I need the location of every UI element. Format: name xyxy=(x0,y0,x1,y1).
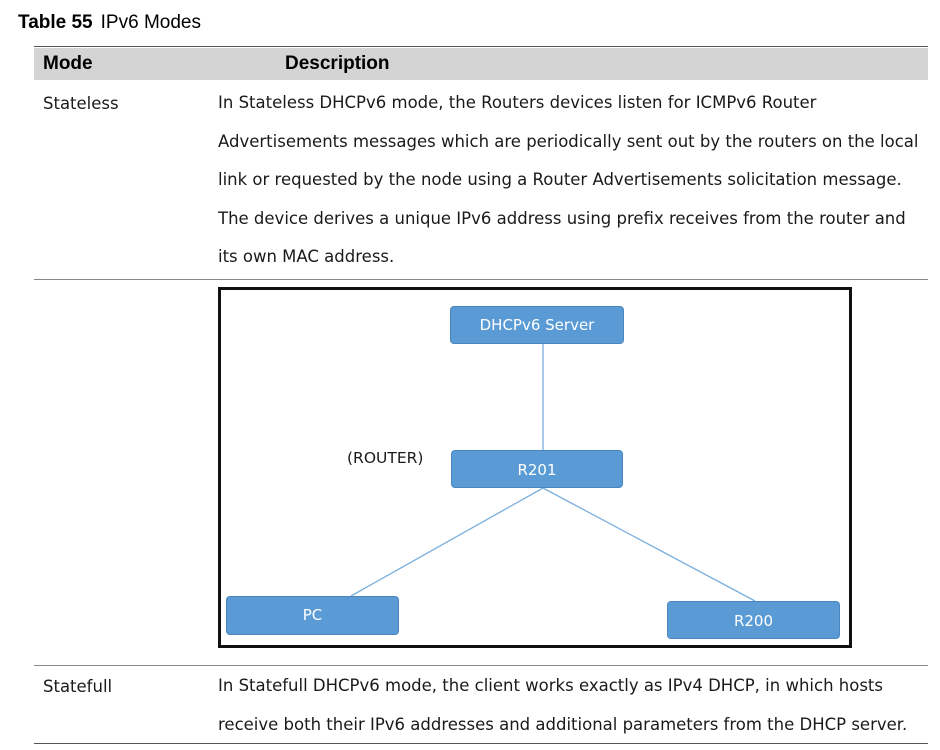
header-description: Description xyxy=(285,53,390,74)
router-caption: (ROUTER) xyxy=(347,449,424,467)
r200-node: R200 xyxy=(667,601,840,639)
network-diagram: DHCPv6 Server (ROUTER) R201 PC R200 xyxy=(218,287,852,648)
header-mode: Mode xyxy=(43,53,93,74)
table-bottom-rule xyxy=(34,743,928,744)
row-statefull-mode: Statefull xyxy=(43,677,113,696)
pc-label: PC xyxy=(302,606,323,624)
table-header: Mode Description xyxy=(34,48,928,80)
r200-label: R200 xyxy=(733,612,774,630)
r201-label: R201 xyxy=(517,461,557,479)
dhcpv6-server-node: DHCPv6 Server xyxy=(450,306,624,344)
diagram-connectors xyxy=(350,343,756,602)
router-pc-link xyxy=(350,487,544,597)
table-title: IPv6 Modes xyxy=(100,12,201,33)
table-caption: Table 55 IPv6 Modes xyxy=(18,12,201,34)
row-stateless-mode: Stateless xyxy=(43,94,119,113)
table-number: Table 55 xyxy=(18,12,93,33)
r201-router-node: R201 xyxy=(451,450,623,488)
row-statefull-description: In Statefull DHCPv6 mode, the client wor… xyxy=(218,676,908,734)
pc-node: PC xyxy=(226,596,399,635)
row-stateless-description: In Stateless DHCPv6 mode, the Routers de… xyxy=(218,93,919,266)
row-divider-2 xyxy=(34,665,928,666)
router-peer-link xyxy=(542,487,756,602)
dhcpv6-server-label: DHCPv6 Server xyxy=(479,316,595,334)
table-top-rule xyxy=(34,46,928,47)
row-divider xyxy=(34,279,928,280)
